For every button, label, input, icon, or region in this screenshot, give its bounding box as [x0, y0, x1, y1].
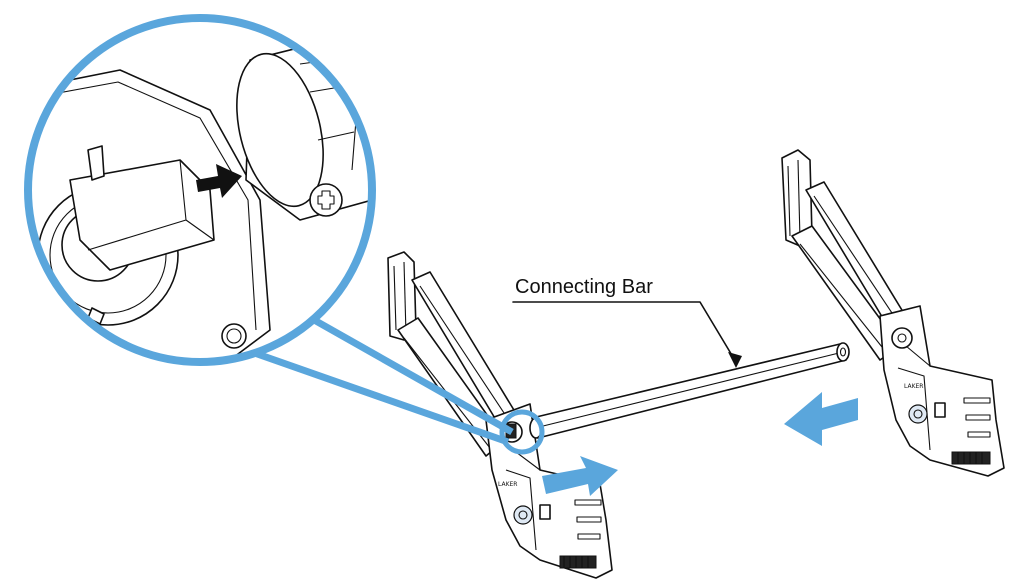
connecting-bar-callout: Connecting Bar — [512, 276, 742, 368]
callout-arrowhead — [728, 352, 742, 368]
detail-magnifier — [24, 14, 545, 455]
magnifier-ring — [24, 14, 376, 366]
phillips-screw-icon — [309, 183, 343, 217]
right-arm-move-arrow — [784, 392, 858, 446]
move-direction-arrow-icon — [542, 392, 858, 496]
left-arm-move-arrow — [542, 456, 618, 496]
svg-text:LAKER: LAKER — [904, 383, 923, 390]
right-lift-mechanism: LAKER — [781, 149, 1005, 477]
insert-direction-arrow-icon — [196, 164, 242, 198]
detail-source-circle — [499, 409, 545, 455]
callout-leader-line — [512, 301, 737, 363]
svg-text:LAKER: LAKER — [498, 481, 517, 488]
connecting-bar — [529, 342, 850, 439]
connecting-bar-label: Connecting Bar — [515, 276, 653, 298]
